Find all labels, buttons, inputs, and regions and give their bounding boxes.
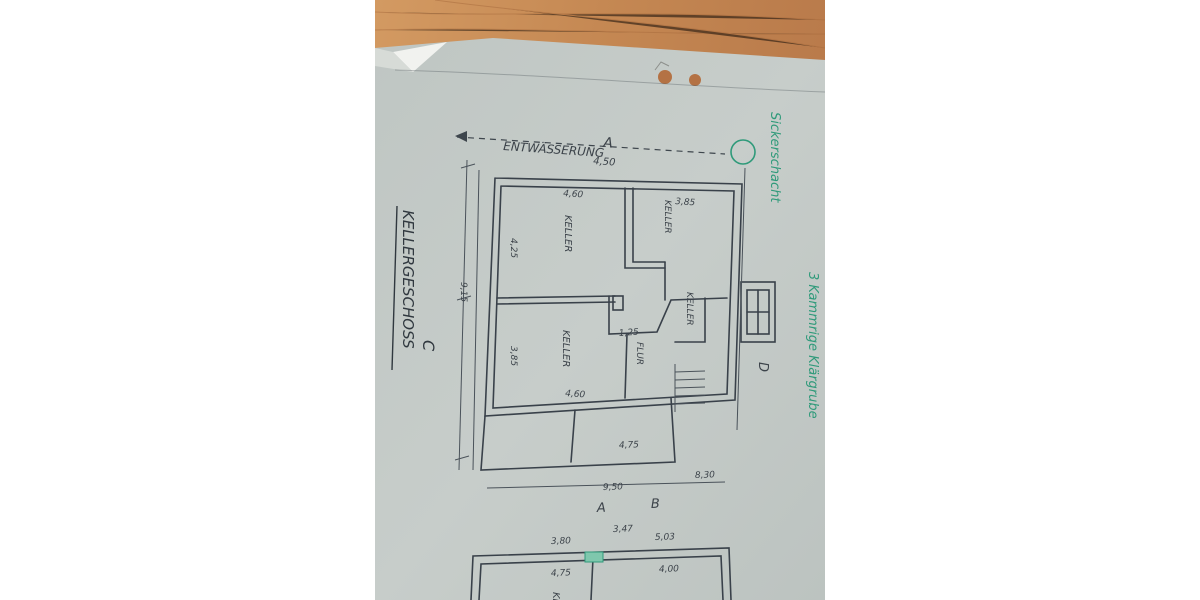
room-label-3: KELLER bbox=[560, 330, 571, 367]
sickerschacht-symbol bbox=[730, 139, 756, 165]
green-note-sickerschacht: Sickerschacht bbox=[767, 112, 782, 203]
green-mark bbox=[584, 551, 604, 563]
floor-plan-drawing: ENTWÄSSERUNG A 4,50 bbox=[375, 0, 825, 600]
dim-label: 9,50 bbox=[603, 482, 624, 493]
section-mark-b: B bbox=[651, 497, 661, 512]
dim-overall-top: 4,50 bbox=[593, 156, 616, 169]
room-label-lower: KE bbox=[550, 592, 561, 600]
dim-label: 4,75 bbox=[619, 440, 640, 451]
stairs bbox=[674, 364, 706, 412]
room-label-flur: FLUR bbox=[634, 342, 644, 365]
dim-label: 3,80 bbox=[551, 536, 572, 547]
punch-hole bbox=[689, 74, 701, 86]
folded-corner bbox=[393, 42, 447, 72]
dimension-lines-left bbox=[454, 159, 480, 471]
section-mark-a-bottom: A bbox=[596, 501, 606, 516]
dim-label: 3,85 bbox=[508, 346, 518, 366]
punch-hole bbox=[658, 70, 672, 84]
chimney bbox=[612, 295, 624, 311]
dim-label: 9,15 bbox=[458, 282, 468, 302]
paper-sheet bbox=[375, 38, 825, 600]
dim-label: 5,03 bbox=[655, 532, 676, 543]
dim-label: 4,00 bbox=[659, 564, 680, 575]
section-mark-d: D bbox=[755, 362, 770, 372]
dim-label: 4,75 bbox=[551, 568, 572, 579]
outer-walls bbox=[480, 177, 743, 471]
dim-label: 8,30 bbox=[695, 470, 716, 481]
section-mark-a-top: A bbox=[602, 135, 614, 152]
green-note-klaergrube: 3 Kammrige Klärgrube bbox=[805, 272, 820, 419]
dim-label: 1,25 bbox=[619, 328, 640, 339]
plan-title: KELLERGESCHOSS bbox=[399, 210, 417, 349]
drainage-label: ENTWÄSSERUNG bbox=[503, 138, 605, 160]
room-label-2: KELLER bbox=[662, 200, 672, 234]
section-mark-c: C bbox=[419, 340, 438, 352]
floor-plan-photo: ENTWÄSSERUNG A 4,50 bbox=[375, 0, 825, 600]
room-label-1: KELLER bbox=[562, 215, 573, 252]
dim-label: 4,25 bbox=[508, 238, 518, 258]
dim-label: 4,60 bbox=[563, 189, 584, 200]
dim-label: 3,85 bbox=[675, 197, 696, 208]
dim-label: 3,47 bbox=[613, 524, 634, 535]
room-label-4: KELLER bbox=[684, 292, 694, 326]
dim-label: 4,60 bbox=[565, 389, 586, 400]
drainage-line bbox=[456, 136, 726, 155]
dimension-lines-right bbox=[486, 167, 746, 489]
